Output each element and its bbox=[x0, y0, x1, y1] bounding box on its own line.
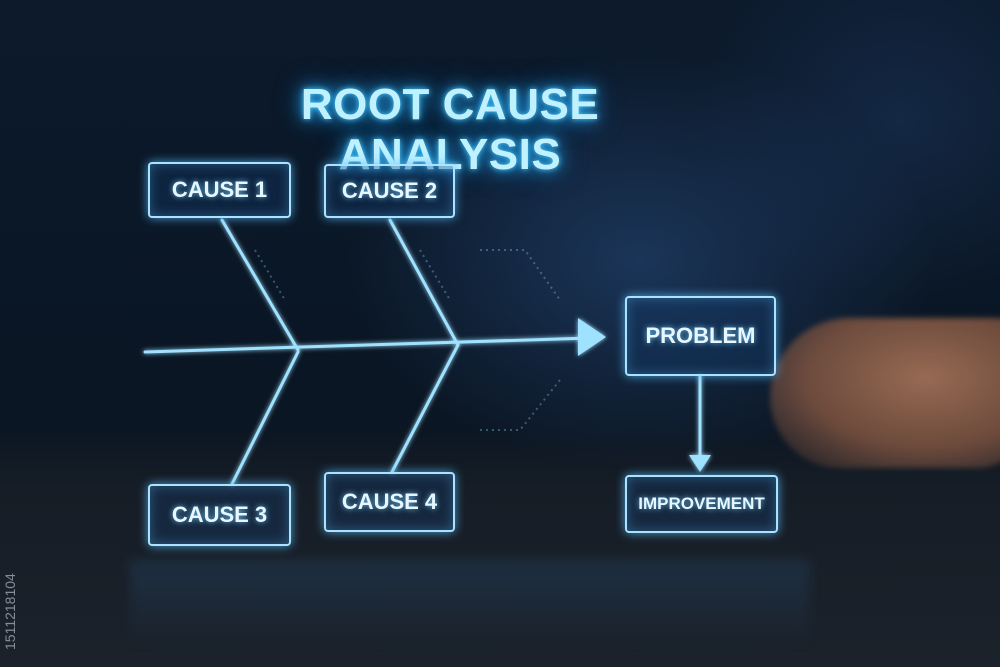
problem-label: PROBLEM bbox=[645, 323, 756, 348]
cause-2-label: CAUSE 2 bbox=[341, 178, 438, 203]
spine-arrowhead bbox=[578, 318, 606, 356]
bone-cause-4 bbox=[390, 343, 460, 474]
spine-line bbox=[143, 336, 592, 354]
cause-3-box: CAUSE 3 bbox=[148, 484, 291, 546]
diagram-title: ROOT CAUSE ANALYSIS bbox=[300, 80, 600, 179]
improvement-label: IMPROVEMENT bbox=[638, 494, 765, 513]
bone-cause-3 bbox=[230, 350, 300, 486]
dotted-chevron-lower bbox=[480, 379, 561, 431]
bone-cause-2 bbox=[388, 218, 460, 347]
side-id-text: 1511218104 bbox=[2, 573, 18, 650]
cause-1-label: CAUSE 1 bbox=[171, 177, 268, 202]
desk-reflection bbox=[130, 560, 810, 650]
improvement-arrowhead bbox=[689, 455, 711, 472]
dotted-chevron-upper bbox=[480, 249, 561, 301]
hand-image bbox=[770, 318, 1000, 468]
problem-box: PROBLEM bbox=[625, 296, 776, 376]
cause-3-label: CAUSE 3 bbox=[171, 502, 268, 527]
cause-1-box: CAUSE 1 bbox=[148, 162, 291, 218]
cause-4-label: CAUSE 4 bbox=[341, 489, 438, 514]
improvement-box: IMPROVEMENT bbox=[625, 475, 778, 533]
cause-4-box: CAUSE 4 bbox=[324, 472, 455, 532]
desk-surface bbox=[0, 430, 1000, 667]
bone-cause-1 bbox=[220, 218, 300, 352]
dotted-accent-left bbox=[254, 249, 286, 301]
dotted-accent-mid bbox=[419, 249, 451, 301]
cause-2-box: CAUSE 2 bbox=[324, 164, 455, 218]
